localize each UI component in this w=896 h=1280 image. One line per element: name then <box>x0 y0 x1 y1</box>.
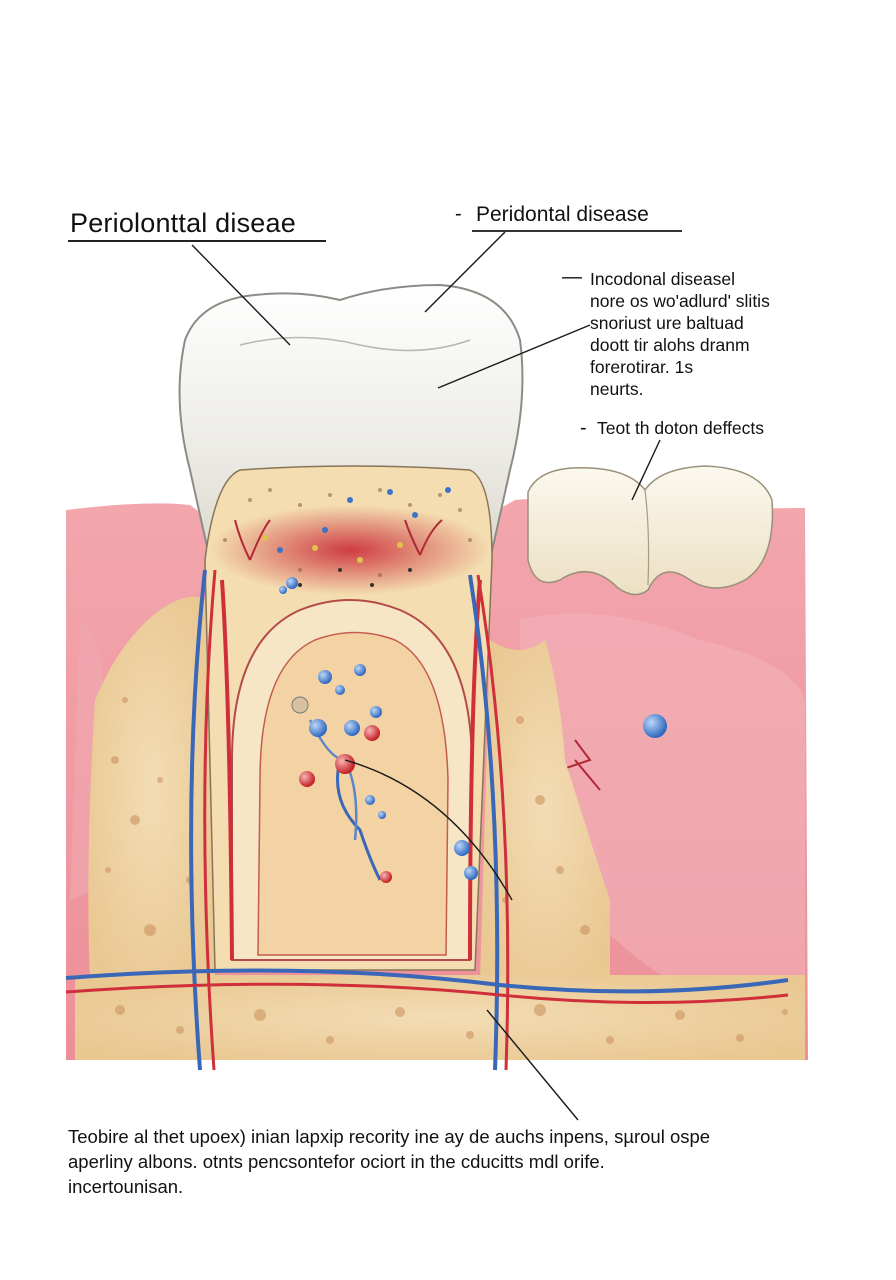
description-line: neurts. <box>590 378 830 400</box>
description-line: nore os wo'adlurd' slitis <box>590 290 830 312</box>
paragraph-dash: — <box>562 266 582 289</box>
caption-line: incertounisan. <box>68 1174 828 1199</box>
main-title-underline <box>68 240 326 242</box>
description-line: Incodonal diseasel <box>590 268 830 290</box>
caption-line: Teobire al thet upoex) inian lapxip reco… <box>68 1124 828 1149</box>
description-paragraph: Incodonal diseasel nore os wo'adlurd' sl… <box>590 268 830 400</box>
defects-label: Teot th doton deffects <box>597 418 764 439</box>
caption: Teobire al thet upoex) inian lapxip reco… <box>68 1124 828 1199</box>
right-title-underline <box>472 230 682 232</box>
right-title: Peridontal disease <box>476 203 649 227</box>
caption-line: aperliny albons. otnts pencsontefor ocio… <box>68 1149 828 1174</box>
description-line: doott tir alohs dranm <box>590 334 830 356</box>
description-line: forerotirar. 1s <box>590 356 830 378</box>
adjacent-molar <box>528 466 772 595</box>
right-title-dash: - <box>455 203 462 226</box>
main-title: Periolonttal diseae <box>70 208 296 239</box>
description-line: snoriust ure baltuad <box>590 312 830 334</box>
defects-dash: - <box>580 417 587 440</box>
